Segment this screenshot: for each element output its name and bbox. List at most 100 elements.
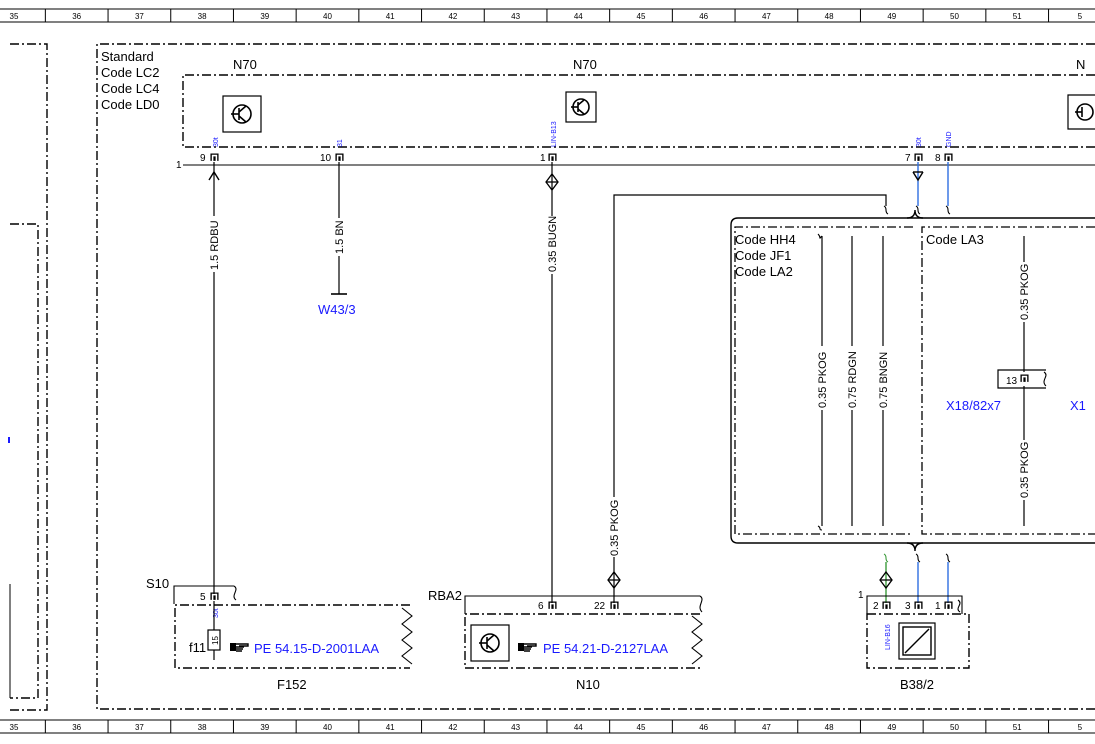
svg-text:LIN-B13: LIN-B13 (551, 121, 558, 147)
svg-text:7: 7 (905, 153, 911, 164)
n10-connector-label: RBA2 (428, 588, 462, 603)
svg-text:5: 5 (200, 592, 206, 603)
svg-text:1.5 BN: 1.5 BN (334, 220, 346, 254)
fuse-label: f11 (189, 640, 206, 655)
top-ruler-column-number: 48 (825, 12, 834, 21)
ground-ref: W43/3 (318, 302, 356, 317)
code-line: Code HH4 (735, 232, 796, 247)
wire-hh4-pkog: 0.35 PKOG (814, 233, 830, 531)
bottom-ruler-column-number: 37 (135, 723, 144, 732)
bottom-ruler-column-number: 49 (887, 723, 896, 732)
bottom-ruler-column-number: 5 (1078, 723, 1083, 732)
wire-bugn: 0.35 BUGN (544, 162, 560, 603)
wire-rdbu: 1.5 RDBU (206, 162, 222, 594)
code-line: Code LC4 (101, 81, 160, 96)
wire-pin8 (945, 162, 951, 215)
svg-text:0.75 BNGN: 0.75 BNGN (878, 352, 890, 408)
bottom-ruler-column-number: 39 (260, 723, 269, 732)
top-ruler-column-number: 49 (887, 12, 896, 21)
svg-text:2: 2 (873, 601, 879, 612)
top-ruler-column-number: 46 (699, 12, 708, 21)
svg-text:30t: 30t (916, 137, 923, 147)
svg-text:31: 31 (337, 139, 344, 147)
svg-text:0.35 PKOG: 0.35 PKOG (609, 500, 621, 556)
sensor-icon (898, 622, 936, 660)
top-ruler-column-number: 42 (448, 12, 457, 21)
n10-see-ref: PE 54.21-D-2127LAA (543, 641, 668, 656)
bottom-ruler-column-number: 35 (10, 723, 19, 732)
bottom-ruler-column-number: 48 (825, 723, 834, 732)
code-line: Code LC2 (101, 65, 160, 80)
n10-name: N10 (576, 677, 600, 692)
top-ruler-column-number: 36 (72, 12, 81, 21)
svg-text:0.75 RDGN: 0.75 RDGN (847, 351, 859, 408)
transistor-module-icon (565, 91, 597, 123)
n70-pin-9: 9 30t (200, 137, 220, 164)
left-frames (10, 43, 48, 711)
code-la3-frame: Code LA3 (921, 226, 1095, 535)
top-ruler-column-number: 38 (198, 12, 207, 21)
svg-text:1.5 RDBU: 1.5 RDBU (209, 220, 221, 270)
transistor-module-icon (470, 624, 510, 662)
svg-text:6: 6 (538, 601, 544, 612)
n70-pin-1: 1 LIN-B13 (540, 121, 558, 164)
transistor-module-icon (1067, 94, 1095, 130)
top-ruler-column-number: 47 (762, 12, 771, 21)
n70-label: N (1076, 57, 1085, 72)
n70-module: N70 N70 N 1 (176, 57, 1095, 171)
svg-text:9: 9 (200, 153, 206, 164)
standard-frame (96, 43, 1095, 710)
top-ruler-column-number: 37 (135, 12, 144, 21)
n10-component: RBA2 6 22 PE 54.21-D-2127LAA N10 (428, 588, 703, 692)
svg-text:0.35 BUGN: 0.35 BUGN (547, 216, 559, 272)
svg-text:1: 1 (540, 153, 546, 164)
wire-hh4-rdgn: 0.75 RDGN (844, 236, 860, 526)
bottom-ruler-column-number: 36 (72, 723, 81, 732)
x18-ref: X18/82x7 (946, 398, 1001, 413)
bottom-ruler-column-number: 44 (574, 723, 583, 732)
x18-ref-2: X1 (1070, 398, 1086, 413)
top-ruler-column-number: 40 (323, 12, 332, 21)
bottom-ruler-column-number: 40 (323, 723, 332, 732)
bottom-ruler-column-number: 50 (950, 723, 959, 732)
see-reference-hand-icon (518, 643, 537, 652)
wire-la3-pkog: 0.35 PKOG 0.35 PKOG (1016, 236, 1032, 526)
code-line: Code LD0 (101, 97, 160, 112)
top-ruler-column-number: 51 (1013, 12, 1022, 21)
top-ruler-column-number: 50 (950, 12, 959, 21)
top-ruler-column-number: 44 (574, 12, 583, 21)
bottom-ruler-column-number: 42 (448, 723, 457, 732)
code-hh4-frame: Code HH4 Code JF1 Code LA2 (734, 226, 913, 535)
svg-text:1: 1 (935, 601, 941, 612)
svg-text:0.35 PKOG: 0.35 PKOG (817, 352, 829, 408)
code-line: Code LA2 (735, 264, 793, 279)
svg-text:LIN-B16: LIN-B16 (885, 624, 892, 650)
f152-see-ref: PE 54.15-D-2001LAA (254, 641, 379, 656)
svg-text:0.35 PKOG: 0.35 PKOG (1019, 442, 1031, 498)
svg-text:10: 10 (320, 153, 332, 164)
svg-text:30t: 30t (213, 608, 220, 618)
wire-pkog-n10: 0.35 PKOG (606, 194, 889, 603)
top-ruler-column-number: 39 (260, 12, 269, 21)
top-ruler-column-number: 41 (386, 12, 395, 21)
svg-text:GND: GND (946, 131, 953, 147)
bottom-ruler-column-number: 45 (637, 723, 646, 732)
bottom-ruler-column-number: 43 (511, 723, 520, 732)
see-reference-hand-icon (230, 643, 249, 652)
n70-pin-10: 10 31 (320, 139, 344, 164)
n70-label: N70 (233, 57, 257, 72)
svg-text:30t: 30t (213, 137, 220, 147)
b38-connector-label: 1 (858, 590, 864, 601)
standard-code-block: Standard Code LC2 Code LC4 Code LD0 (101, 49, 160, 112)
top-ruler-column-number: 43 (511, 12, 520, 21)
x18-connector: 13 X18/82x7 X1 (946, 369, 1086, 413)
n70-connector-label: 1 (176, 160, 182, 171)
f152-component: S10 5 30t 15 f11 PE 54.15-D-2001LAA F152 (146, 576, 413, 692)
transistor-module-icon (222, 95, 262, 133)
n70-label: N70 (573, 57, 597, 72)
bottom-ruler-column-number: 47 (762, 723, 771, 732)
wire-bn: 1.5 BN W43/3 (318, 162, 356, 317)
code-line: Code LA3 (926, 232, 984, 247)
f152-connector-label: S10 (146, 576, 169, 591)
